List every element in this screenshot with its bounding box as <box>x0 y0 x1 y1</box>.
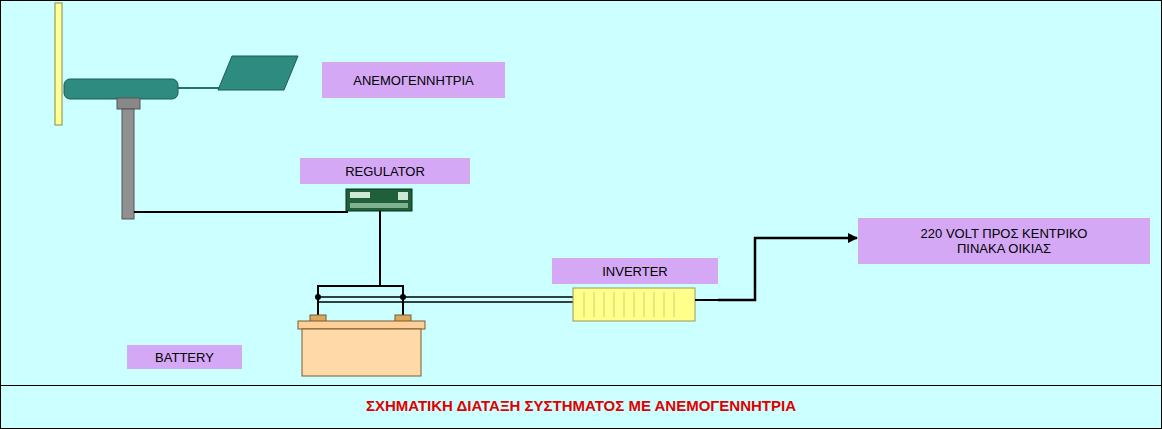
yaw-bearing <box>117 98 140 109</box>
caption: ΣΧΗΜΑΤΙΚΗ ΔΙΑΤΑΞΗ ΣΥΣΤΗΜΑΤΟΣ ΜΕ ΑΝΕΜΟΓΕΝ… <box>0 397 1162 414</box>
power-arrow <box>718 238 857 300</box>
component-label: REGULATOR <box>345 164 425 179</box>
label-box: INVERTER <box>552 258 718 284</box>
wire <box>318 301 403 303</box>
junction-dot <box>315 294 321 300</box>
junction-dot <box>400 294 406 300</box>
component-label: 220 VOLT ΠΡΟΣ ΚΕΝΤΡΙΚΟ ΠΙΝΑΚΑ ΟΙΚΙΑΣ <box>897 226 1112 256</box>
component-label: ΑΝΕΜΟΓΕΝΝΗΤΡΙΑ <box>353 73 474 88</box>
label-box: REGULATOR <box>300 158 470 184</box>
wire <box>134 211 348 213</box>
regulator-device <box>346 189 412 211</box>
tower <box>122 109 134 219</box>
inverter-unit: INVERTER <box>552 258 718 322</box>
turbine-blade <box>55 3 62 125</box>
nacelle <box>64 79 178 99</box>
caption-divider <box>0 385 1162 386</box>
battery-body <box>302 329 421 376</box>
label-box: 220 VOLT ΠΡΟΣ ΚΕΝΤΡΙΚΟ ΠΙΝΑΚΑ ΟΙΚΙΑΣ <box>858 218 1150 264</box>
wire <box>318 296 575 298</box>
battery-lid <box>298 321 425 329</box>
regulator-led <box>398 192 408 200</box>
inverter-device <box>572 287 718 323</box>
component-label: BATTERY <box>155 350 214 365</box>
label-box: ΑΝΕΜΟΓΕΝΝΗΤΡΙΑ <box>322 62 505 98</box>
tail-fin <box>218 56 298 90</box>
component-label: INVERTER <box>602 264 668 279</box>
wire <box>403 301 575 303</box>
regulator-display <box>350 192 370 198</box>
label-box: BATTERY <box>127 345 242 369</box>
regulator-terminals <box>350 203 408 208</box>
